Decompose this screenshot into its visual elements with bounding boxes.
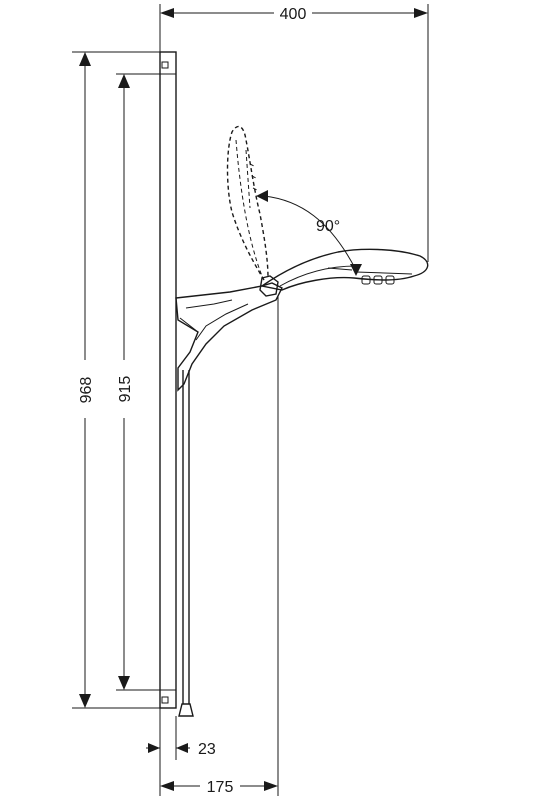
offset-23-label: 23 xyxy=(198,741,216,758)
bottom-mount-screw-icon xyxy=(161,696,169,704)
shower-head-tilted-dashed xyxy=(226,125,269,281)
shower-hose xyxy=(178,370,194,717)
wall-bracket xyxy=(175,282,283,392)
height-968-label: 968 xyxy=(78,377,95,404)
dimension-wall-offset: 23 xyxy=(146,741,216,758)
nozzle-icon xyxy=(373,275,383,285)
width-400-label: 400 xyxy=(280,6,307,23)
nozzle-icon xyxy=(361,275,371,285)
pivot-joint xyxy=(259,275,279,297)
dimension-total-width: 400 xyxy=(160,6,428,23)
dimension-bar-height: 915 xyxy=(117,74,134,690)
top-mount-screw-icon xyxy=(161,61,169,69)
depth-175-label: 175 xyxy=(207,779,234,796)
wall-rail xyxy=(159,51,177,709)
nozzle-icon xyxy=(385,275,395,285)
dimension-total-height: 968 xyxy=(78,52,95,708)
angle-indicator: 90° xyxy=(256,190,362,276)
angle-label: 90° xyxy=(316,218,340,235)
shower-head-horizontal xyxy=(259,248,429,297)
extension-lines xyxy=(72,4,429,796)
height-915-label: 915 xyxy=(117,376,134,403)
dimension-bracket-depth: 175 xyxy=(160,779,278,796)
hose-connector xyxy=(178,703,194,717)
